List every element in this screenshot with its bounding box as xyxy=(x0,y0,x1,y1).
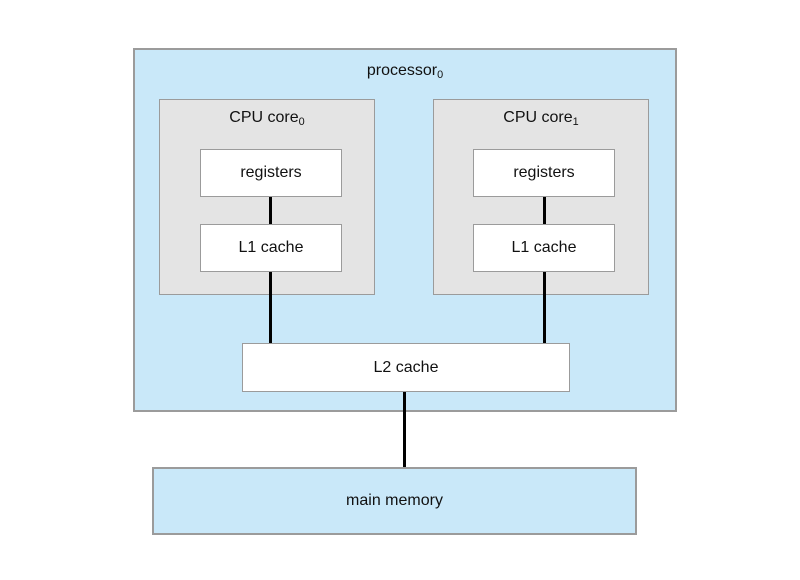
registers-label-core0: registers xyxy=(240,164,302,181)
cpu-core-1-label-subscript: 1 xyxy=(572,116,579,129)
processor-label: processor0 xyxy=(133,60,677,82)
cpu-core-1-label-text: CPU core xyxy=(503,109,573,126)
cpu-core-1-label: CPU core1 xyxy=(434,107,648,129)
main-memory-label: main memory xyxy=(346,492,443,509)
registers-box-core0: registers xyxy=(200,149,342,197)
connector-registers-l1-core0 xyxy=(269,195,272,226)
l1-cache-box-core0: L1 cache xyxy=(200,224,342,272)
cpu-core-0-label-subscript: 0 xyxy=(298,116,305,129)
cpu-core-0-label-text: CPU core xyxy=(229,109,299,126)
main-memory-box: main memory xyxy=(152,467,637,535)
processor-label-subscript: 0 xyxy=(437,69,444,82)
registers-box-core1: registers xyxy=(473,149,615,197)
registers-label-core1: registers xyxy=(513,164,575,181)
l2-cache-box: L2 cache xyxy=(242,343,570,392)
cpu-core-0-label: CPU core0 xyxy=(160,107,374,129)
connector-registers-l1-core1 xyxy=(543,195,546,226)
l1-cache-box-core1: L1 cache xyxy=(473,224,615,272)
connector-l1-l2-core1 xyxy=(543,270,546,345)
connector-l2-main-memory xyxy=(403,390,406,469)
l1-cache-label-core1: L1 cache xyxy=(511,239,577,256)
l1-cache-label-core0: L1 cache xyxy=(238,239,304,256)
l2-cache-label: L2 cache xyxy=(373,358,439,376)
processor-label-text: processor xyxy=(366,62,438,79)
connector-l1-l2-core0 xyxy=(269,270,272,345)
